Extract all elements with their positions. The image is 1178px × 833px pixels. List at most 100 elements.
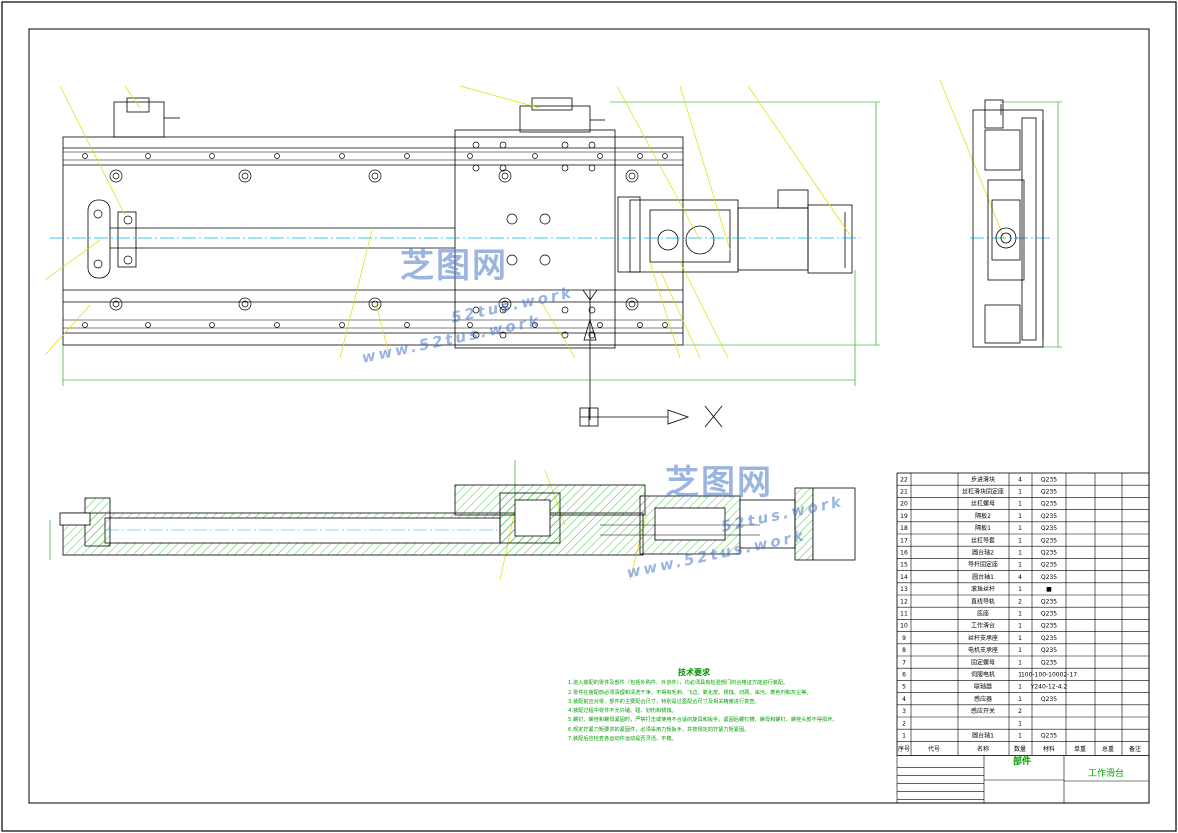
bom-cell-qty: 1 xyxy=(1018,550,1022,557)
counterbore-hole xyxy=(238,169,252,183)
carriage-bolt xyxy=(506,213,518,225)
bom-cell-qty: 2 xyxy=(1018,708,1022,715)
mounting-hole xyxy=(274,153,280,159)
bom-cell-qty: 1 xyxy=(1018,733,1022,740)
bom-cell-no: 9 xyxy=(902,635,906,642)
mounting-hole xyxy=(274,322,280,328)
counterbore-hole-inner xyxy=(112,172,120,180)
carriage-hole xyxy=(499,331,507,339)
mounting-hole xyxy=(404,153,410,159)
bom-cell-name: 固定螺母 xyxy=(971,658,995,666)
bom-cell-qty: 1 xyxy=(1018,720,1022,727)
carriage-bolt xyxy=(539,213,551,225)
bom-cell-qty: 1 xyxy=(1018,696,1022,703)
bom-header-cell: 单重 xyxy=(1074,745,1086,753)
bom-cell-name: 步进滑块 xyxy=(971,475,995,483)
mounting-hole xyxy=(532,153,538,159)
bom-cell-qty: 1 xyxy=(1018,659,1022,666)
technical-requirements: 技术要求 1.进入装配的零件及部件（包括外购件、外协件），均必须具有检验部门的合… xyxy=(568,668,898,744)
mounting-hole xyxy=(637,322,643,328)
counterbore-hole xyxy=(625,169,639,183)
bom-header-cell: 代号 xyxy=(928,745,940,753)
counterbore-hole xyxy=(498,169,512,183)
bom-frame xyxy=(896,472,1150,756)
mounting-hole xyxy=(339,322,345,328)
bom-header-cell: 序号 xyxy=(898,745,910,753)
bom-cell-name: 圆台轴1 xyxy=(972,573,994,581)
counterbore-hole-inner xyxy=(241,300,249,308)
bom-cell-no: 6 xyxy=(902,672,906,679)
bom-cell-name: 隔板2 xyxy=(975,512,991,520)
title-block-org: 部件 xyxy=(1013,755,1031,767)
bom-cell-qty: 1 xyxy=(1018,623,1022,630)
bom-cell-name: 圆台轴1 xyxy=(972,732,994,740)
bom-cell-material: Q235 xyxy=(1041,611,1057,618)
bom-cell-no: 2 xyxy=(902,720,906,727)
bom-cell-material: Q235 xyxy=(1041,513,1057,520)
bom-cell-no: 13 xyxy=(900,586,908,593)
bom-header-cell: 材料 xyxy=(1043,745,1055,753)
counterbore-hole xyxy=(109,297,123,311)
carriage-hole xyxy=(561,164,569,172)
carriage-hole xyxy=(499,164,507,172)
bom-cell-qty: 1 xyxy=(1018,586,1022,593)
bom-cell-material: Q235 xyxy=(1041,733,1057,740)
bom-cell-name: 联轴器 xyxy=(974,683,992,691)
carriage-bolt xyxy=(506,254,518,266)
mounting-hole xyxy=(597,153,603,159)
counterbore-hole-inner xyxy=(628,300,636,308)
bom-cell-no: 20 xyxy=(900,501,908,508)
bom-cell-qty: 1 xyxy=(1018,501,1022,508)
counterbore-hole xyxy=(368,297,382,311)
mounting-hole xyxy=(662,322,668,328)
bom-header-cell: 数量 xyxy=(1014,745,1026,753)
counterbore-hole xyxy=(368,169,382,183)
bom-cell-material: Q235 xyxy=(1041,598,1057,605)
counterbore-hole-inner xyxy=(241,172,249,180)
bom-cell-no: 3 xyxy=(902,708,906,715)
note-line: 6.规定拧紧力矩要求的紧固件，必须采用力矩扳手，并按规定的拧紧力矩紧固。 xyxy=(568,726,750,733)
bom-cell-qty: 1 xyxy=(1018,525,1022,532)
bom-cell-qty: 1 xyxy=(1018,562,1022,569)
note-line: 5.螺钉、螺栓和螺母紧固时，严禁打击或使用不合适的旋具和扳手。紧固后螺钉槽、螺母… xyxy=(568,717,838,724)
bom-cell-qty: 1 xyxy=(1018,513,1022,520)
bom-cell-qty: 1 xyxy=(1018,647,1022,654)
bom-cell-material: Q235 xyxy=(1041,623,1057,630)
bom-cell-material: Q235 xyxy=(1041,562,1057,569)
bom-cell-no: 11 xyxy=(900,611,908,618)
counterbore-hole xyxy=(498,297,512,311)
mounting-holes xyxy=(82,141,668,339)
bom-cell-material: ■ xyxy=(1046,586,1052,593)
bom-cell-name: 隔板1 xyxy=(975,524,991,532)
mounting-hole xyxy=(597,322,603,328)
bom-cell-no: 8 xyxy=(902,647,906,654)
carriage-hole xyxy=(472,306,480,314)
counterbore-hole xyxy=(238,297,252,311)
bom-cell-name: 电机支承座 xyxy=(968,646,998,654)
bom-cell-name: 直线导轨 xyxy=(971,597,995,605)
bom-cell-material: Q235 xyxy=(1041,550,1057,557)
bom-cell-name: 丝杠滑块固定座 xyxy=(962,488,1004,496)
note-line: 4.装配过程中零件不允许磕、碰、划伤和锈蚀。 xyxy=(568,708,677,715)
counterbore-hole-inner xyxy=(501,172,509,180)
title-block xyxy=(896,755,1150,804)
note-line: 1.进入装配的零件及部件（包括外购件、外协件），均必须具有检验部门的合格证方能进… xyxy=(568,680,789,687)
note-line: 3.装配前应对零、部件的主要配合尺寸，特别是过盈配合尺寸及相关精度进行复查。 xyxy=(568,698,760,705)
bom-cell-qty: 1 xyxy=(1018,537,1022,544)
counterbore-hole xyxy=(625,297,639,311)
bom-cell-qty: 1 xyxy=(1018,489,1022,496)
carriage-hole xyxy=(499,306,507,314)
bom-cell-name: 丝杠螺母 xyxy=(971,500,995,508)
bom-cell-name: 伺服电机 xyxy=(971,671,995,679)
counterbore-hole-inner xyxy=(628,172,636,180)
bom-cell-material: Q235 xyxy=(1041,489,1057,496)
bom-cell-no: 10 xyxy=(900,623,908,630)
inner-border xyxy=(28,28,1150,804)
section-view xyxy=(59,484,856,561)
mounting-hole xyxy=(82,153,88,159)
mounting-hole xyxy=(532,322,538,328)
bom-cell-no: 5 xyxy=(902,684,906,691)
carriage-bolt xyxy=(539,254,551,266)
bom-cell-name: 导杆固定座 xyxy=(968,561,998,569)
